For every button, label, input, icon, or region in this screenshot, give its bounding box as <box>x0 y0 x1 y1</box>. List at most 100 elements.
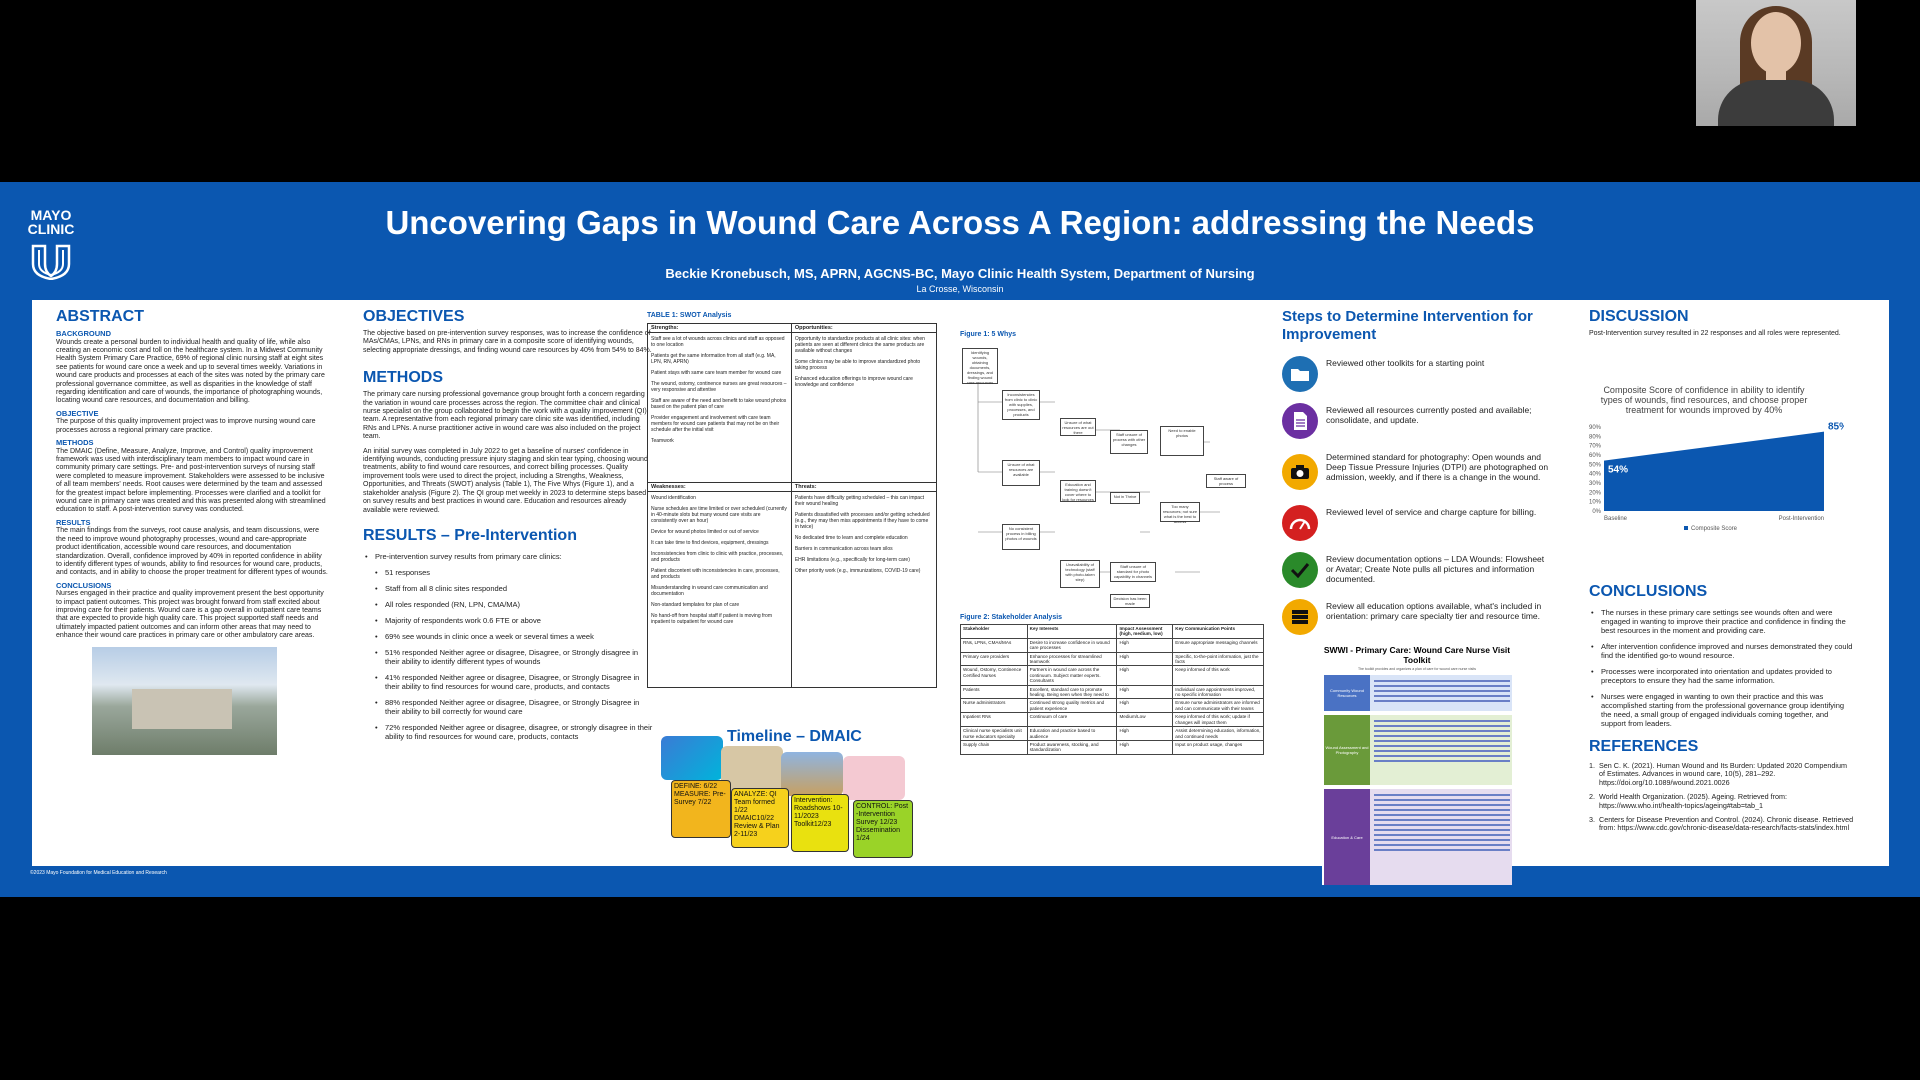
toolkit-row: Community Wound Resources <box>1324 675 1512 711</box>
abstract-results-text: The main findings from the surveys, root… <box>56 527 328 577</box>
swot-strength: Provider engagement and involvement with… <box>651 414 780 433</box>
shield-icon <box>31 244 71 280</box>
results-pre-list: Pre-intervention survey results from pri… <box>363 552 653 561</box>
table-cell: Excellent, standard care to promote heal… <box>1026 684 1118 700</box>
swot-weakness: Nurse schedules are time limited or over… <box>651 505 787 524</box>
swot-opportunities-cell: Opportunity to standardize products at a… <box>790 331 938 483</box>
abstract-title: ABSTRACT <box>56 308 144 325</box>
five-whys-box: Staff aware of process <box>1206 473 1246 488</box>
toolkit-image: SWWI - Primary Care: Wound Care Nurse Vi… <box>1322 645 1512 885</box>
table-cell: Specific, to-the-point information, just… <box>1172 651 1264 667</box>
poster-authors: Beckie Kronebusch, MS, APRN, AGCNS-BC, M… <box>665 266 1255 281</box>
y-tick-label: 0% <box>1592 509 1601 515</box>
timeline-dmaic: Timeline – DMAIC DEFINE: 6/22 MEASURE: P… <box>657 724 957 874</box>
table-cell: Nurse administrators <box>960 698 1028 714</box>
discussion-text: Post-Intervention survey resulted in 22 … <box>1589 330 1841 337</box>
references-list: 1.Sen C. K. (2021). Human Wound and Its … <box>1589 761 1854 833</box>
step-text: Reviewed other toolkits for a starting p… <box>1326 358 1485 368</box>
poster-location: La Crosse, Wisconsin <box>916 284 1004 294</box>
swot-opportunity: Some clinics may be able to improve stan… <box>794 358 921 371</box>
list-item: 69% see wounds in clinic once a week or … <box>373 632 653 641</box>
table-cell: High <box>1116 665 1174 686</box>
table-cell: Primary care providers <box>960 651 1028 667</box>
toolkit-title: SWWI - Primary Care: Wound Care Nurse Vi… <box>1323 645 1511 665</box>
five-whys-box: Need to enable photos <box>1160 425 1204 456</box>
presenter-video-thumbnail[interactable] <box>1696 0 1856 126</box>
camera-icon <box>1282 454 1318 490</box>
chart-title: Composite Score of confidence in ability… <box>1600 385 1808 415</box>
table-cell: Education and practice based to audience <box>1026 726 1118 741</box>
document-icon <box>1282 403 1318 439</box>
poster-body: ABSTRACT BACKGROUND Wounds create a pers… <box>32 300 1889 885</box>
list-item: The nurses in these primary care setting… <box>1589 608 1854 635</box>
swot-weakness: It can take time to find devices, equipm… <box>651 539 769 546</box>
swot-weakness: Misunderstanding in wound care communica… <box>651 584 768 597</box>
five-whys-box: Staff unsure of standard for photo capab… <box>1110 561 1156 582</box>
methods-paragraph-1: The primary care nursing professional go… <box>363 391 647 441</box>
five-whys-box: Unavailability of technology (staff with… <box>1060 559 1100 588</box>
swot-strength: Teamwork <box>651 437 674 444</box>
y-tick-label: 40% <box>1589 472 1602 478</box>
results-pre-title: RESULTS – Pre-Intervention <box>363 526 577 544</box>
timeline-title: Timeline – DMAIC <box>727 728 862 745</box>
reference-item: 2.World Health Organization. (2025). Age… <box>1589 792 1854 810</box>
table-cell: High <box>1116 637 1174 653</box>
y-tick-label: 70% <box>1589 444 1602 450</box>
table-cell: High <box>1116 651 1174 667</box>
swot-threat: Patients dissatisfied with processes and… <box>794 511 930 530</box>
table-cell: RNs, LPNs, CMAs/MAs <box>960 637 1028 653</box>
step-text: Reviewed all resources currently posted … <box>1326 405 1532 425</box>
table-cell: High <box>1116 726 1174 741</box>
list-item: Processes were incorporated into orienta… <box>1589 667 1854 685</box>
swot-title: TABLE 1: SWOT Analysis <box>647 312 732 319</box>
swot-opportunities-header: Opportunities: <box>790 322 938 333</box>
stakeholder-table: Stakeholder Key Interests Impact Assessm… <box>960 624 1264 755</box>
timeline-improve: Intervention: Roadshows 10-11/2023 Toolk… <box>791 794 849 852</box>
five-whys-box: Unsure of what resources are out there <box>1060 417 1096 436</box>
table-cell: Clinical nurse specialists unit nurse ed… <box>960 726 1028 741</box>
timeline-analyze: ANALYZE: QI Team formed 1/22 DMAIC10/22 … <box>731 788 789 848</box>
y-tick-label: 20% <box>1589 490 1602 496</box>
swot-table: Strengths: Opportunities: Staff see a lo… <box>647 322 938 688</box>
x-tick-label: Baseline <box>1604 516 1628 522</box>
table-cell: Patients <box>960 684 1028 700</box>
swot-weaknesses-header: Weaknesses: <box>647 481 792 492</box>
five-whys-root: Identifying wounds, obtaining documents,… <box>962 347 998 385</box>
methods-title: METHODS <box>363 369 443 387</box>
swot-opportunity: Opportunity to standardize products at a… <box>794 335 925 354</box>
swot-threats-cell: Patients have difficulty getting schedul… <box>790 490 938 688</box>
step-item: Reviewed all resources currently posted … <box>1282 401 1552 439</box>
step-item: Reviewed level of service and charge cap… <box>1282 503 1552 541</box>
list-item: After intervention confidence improved a… <box>1589 642 1854 660</box>
objective-text: The purpose of this quality improvement … <box>56 418 316 434</box>
swot-column: TABLE 1: SWOT Analysis Strengths: Opport… <box>647 300 942 688</box>
poster-footer: ©2023 Mayo Foundation for Medical Educat… <box>30 870 167 876</box>
swot-strength: Staff see a lot of wounds across clinics… <box>651 335 785 348</box>
y-tick-label: 10% <box>1589 500 1602 506</box>
list-item: 72% responded Neither agree or disagree,… <box>373 723 653 741</box>
swot-weakness: No hand-off from hospital staff if patie… <box>651 612 772 625</box>
five-whys-box: Inconsistencies from clinic to clinic wi… <box>1002 389 1040 420</box>
five-whys-box: No consistent process in billing photos … <box>1002 523 1040 550</box>
step-text: Review documentation options – LDA Wound… <box>1326 554 1545 584</box>
figures-column: Figure 1: 5 Whys Identifying wounds, obt… <box>960 300 1264 755</box>
reference-text: World Health Organization. (2025). Agein… <box>1599 792 1788 810</box>
y-tick-label: 30% <box>1589 481 1602 487</box>
toolkit-links <box>1374 791 1510 854</box>
toolkit-row-label: Education & Care <box>1324 789 1370 885</box>
legend-swatch <box>1684 526 1688 530</box>
swot-threat: Other priority work (e.g., immunizations… <box>794 567 921 574</box>
x-tick-label: Post-Intervention <box>1779 516 1824 522</box>
fingerprint-photo <box>721 746 783 790</box>
swot-strength: Staff are aware of the need and benefit … <box>651 397 787 410</box>
y-tick-label: 90% <box>1589 425 1602 431</box>
folder-icon <box>1282 356 1318 392</box>
objective-title: OBJECTIVE <box>56 408 99 418</box>
confidence-chart: Composite Score of confidence in ability… <box>1574 385 1844 532</box>
clipboard-photo <box>843 756 905 800</box>
mayo-clinic-logo: MAYO CLINIC <box>22 208 80 280</box>
step-item: Review all education options available, … <box>1282 597 1552 635</box>
